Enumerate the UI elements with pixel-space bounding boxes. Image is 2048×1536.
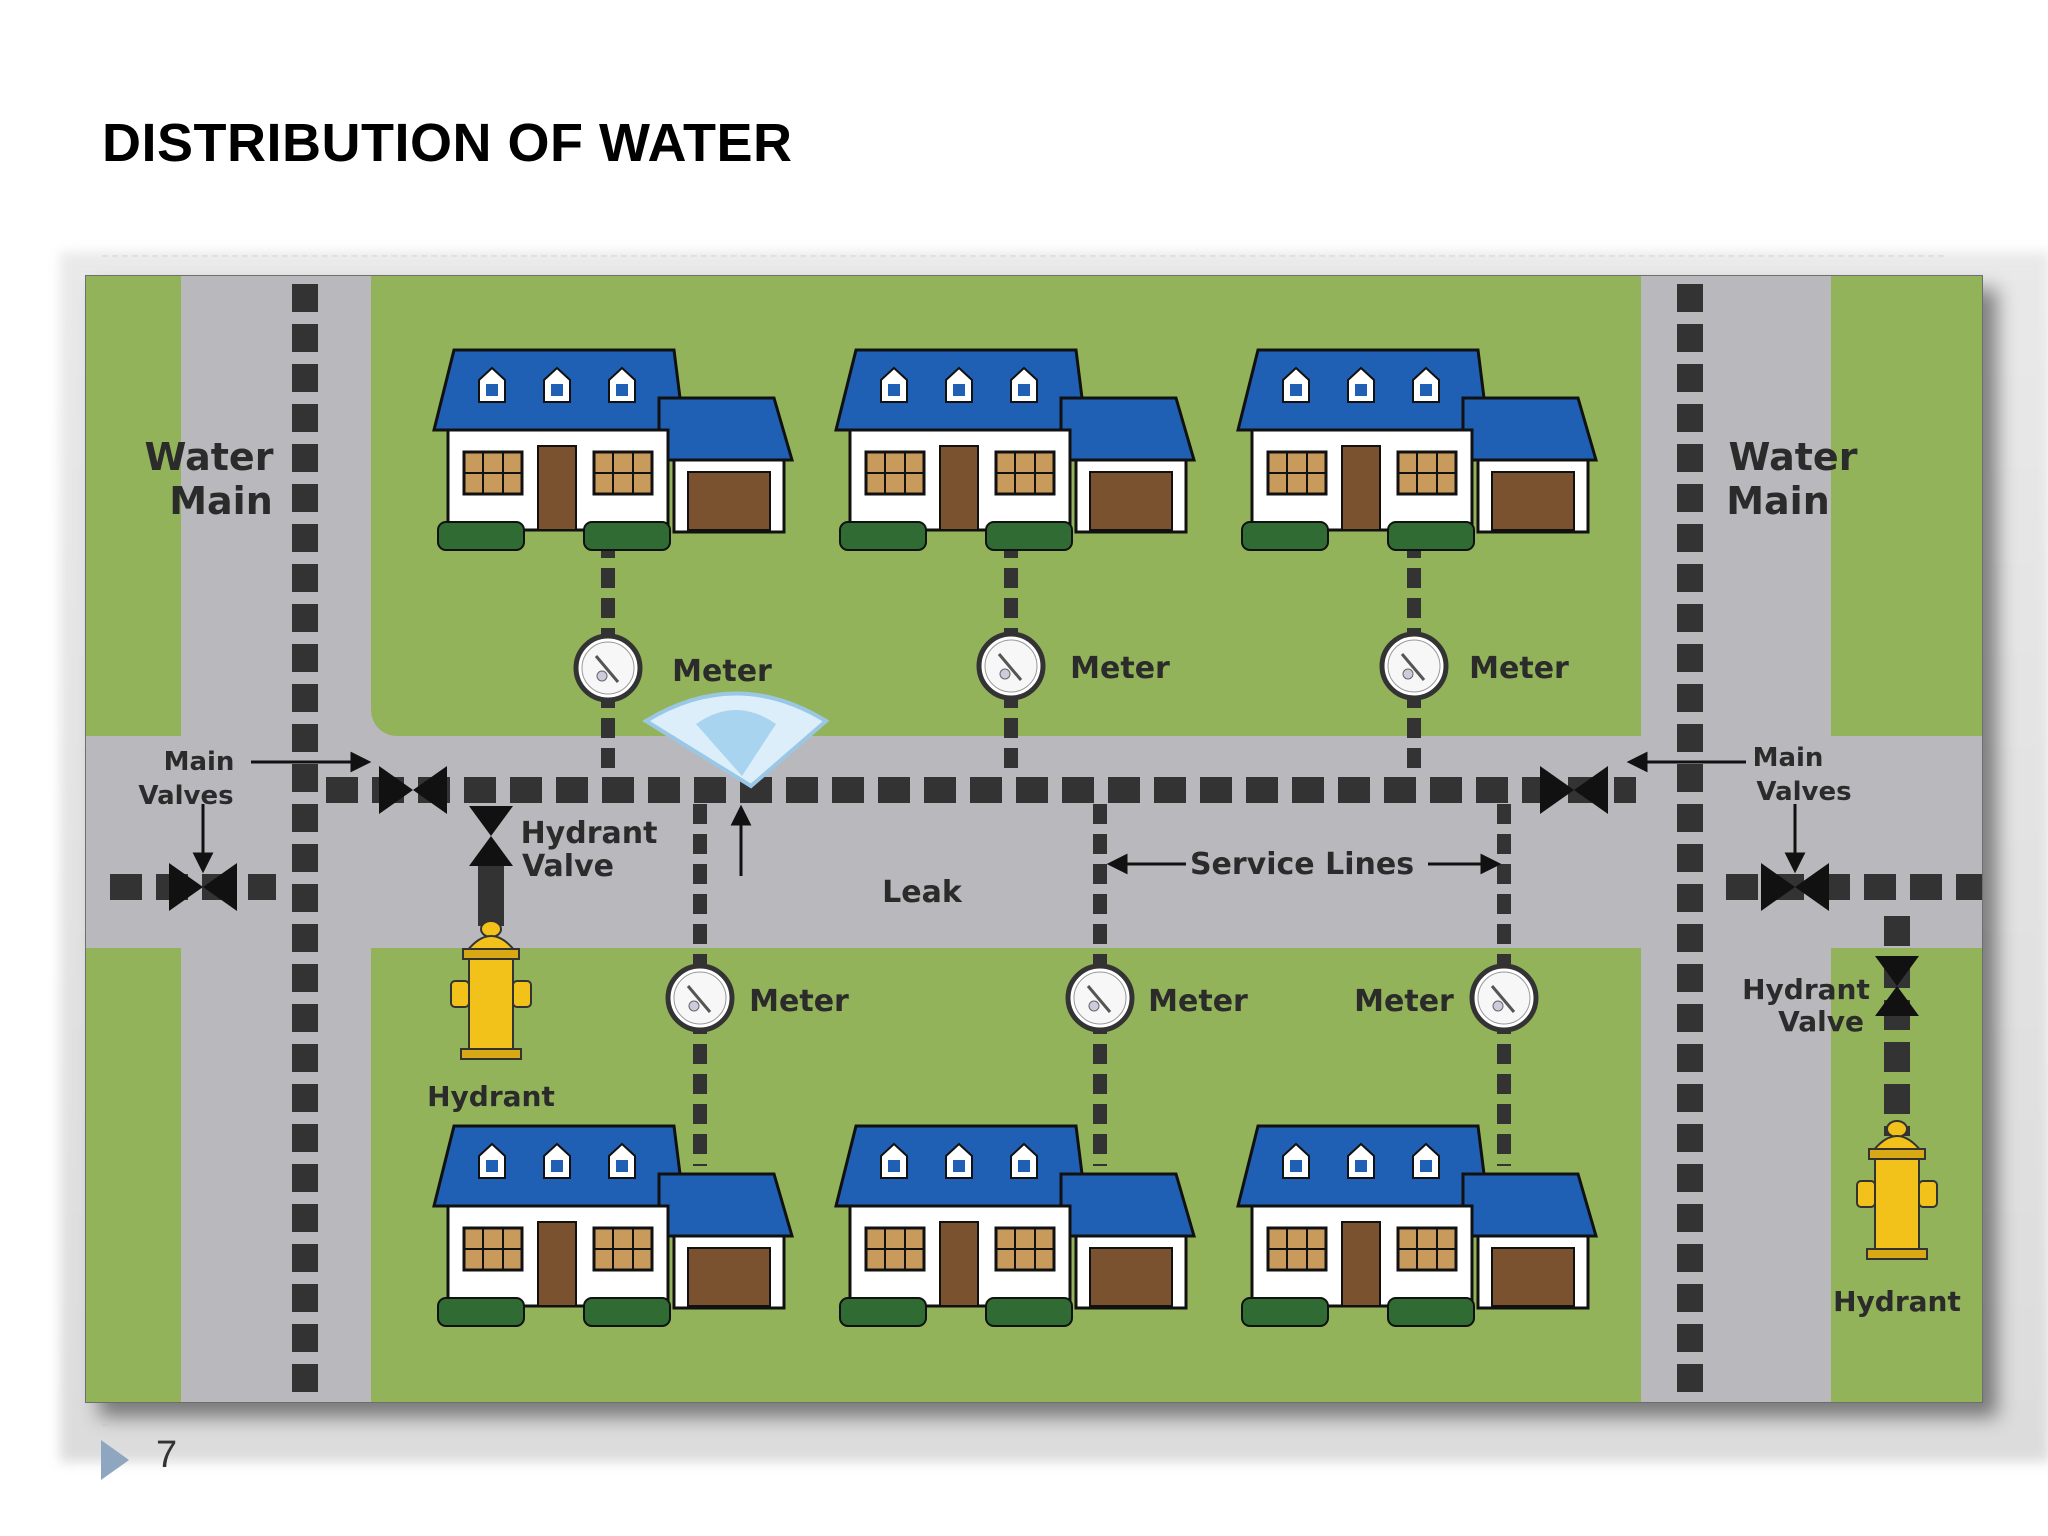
meter-icon — [979, 634, 1043, 698]
service-lines-label: Service Lines — [1190, 847, 1414, 882]
water-distribution-diagram: Water Main Water Main Main Valves Main V… — [85, 275, 1983, 1403]
meter-icon — [1382, 634, 1446, 698]
meter-label: Meter — [749, 984, 849, 1019]
water-main-label: Water — [1729, 435, 1858, 479]
water-main-label: Main — [1726, 479, 1830, 523]
meter-icon — [668, 966, 732, 1030]
meter-icon — [576, 636, 640, 700]
hydrant-label: Hydrant — [427, 1080, 555, 1113]
hydrant-valve-label: Valve — [1778, 1005, 1864, 1038]
meter-label: Meter — [1148, 984, 1248, 1019]
water-main-pipes — [292, 284, 1703, 1402]
meter-icon — [1068, 966, 1132, 1030]
meter-icon — [1472, 966, 1536, 1030]
main-valves-label: Main — [164, 747, 235, 777]
meter-label: Meter — [1354, 984, 1454, 1019]
label-arrows — [192, 751, 1806, 876]
leak-spray-icon — [642, 691, 830, 789]
hydrant-label: Hydrant — [1833, 1285, 1961, 1318]
water-main-label: Water — [145, 435, 274, 479]
slide-title: DISTRIBUTION OF WATER — [102, 113, 793, 173]
bottom-divider — [102, 1424, 1944, 1426]
main-valves-label: Main — [1753, 743, 1824, 773]
slide-number-marker-icon — [101, 1440, 129, 1480]
leak-label: Leak — [882, 875, 963, 910]
meter-label: Meter — [672, 654, 772, 689]
meter-label: Meter — [1070, 651, 1170, 686]
main-valves-label: Valves — [138, 781, 233, 811]
slide-number: 7 — [156, 1434, 178, 1476]
meter-label: Meter — [1469, 651, 1569, 686]
main-valves-label: Valves — [1756, 777, 1851, 807]
water-main-label: Main — [169, 479, 273, 523]
hydrant-valve-label: Hydrant — [1742, 973, 1870, 1006]
hydrant-valve-label: Hydrant — [521, 816, 658, 851]
hydrant-valve-label: Valve — [522, 849, 614, 884]
